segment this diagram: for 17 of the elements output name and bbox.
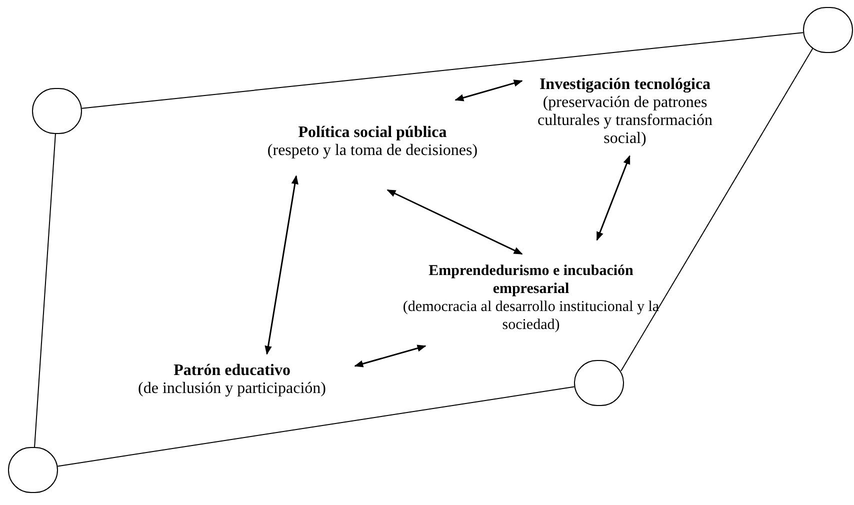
node-description: (preservación de patrones culturales y transformación social) [536,94,714,148]
double-arrow [454,80,523,102]
double-arrow [264,175,298,355]
connector-line [34,133,56,448]
connector-line [57,386,575,467]
node-title: Investigación tecnológica [539,76,711,94]
node-description: (respeto y la toma de decisiones) [267,142,478,160]
connector-line [620,48,814,372]
node-description: (democracia al desarrollo institucional y la sociedad) [402,298,660,334]
connector-line [81,32,804,109]
node-title: Emprendedurismo e incubación empresarial [428,262,634,298]
double-arrow [386,189,523,255]
node-title: Patrón educativo [174,362,290,380]
double-arrow [596,155,630,241]
node-description: (de inclusión y participación) [138,380,326,398]
node-title: Política social pública [298,124,447,142]
double-arrow [354,344,426,368]
